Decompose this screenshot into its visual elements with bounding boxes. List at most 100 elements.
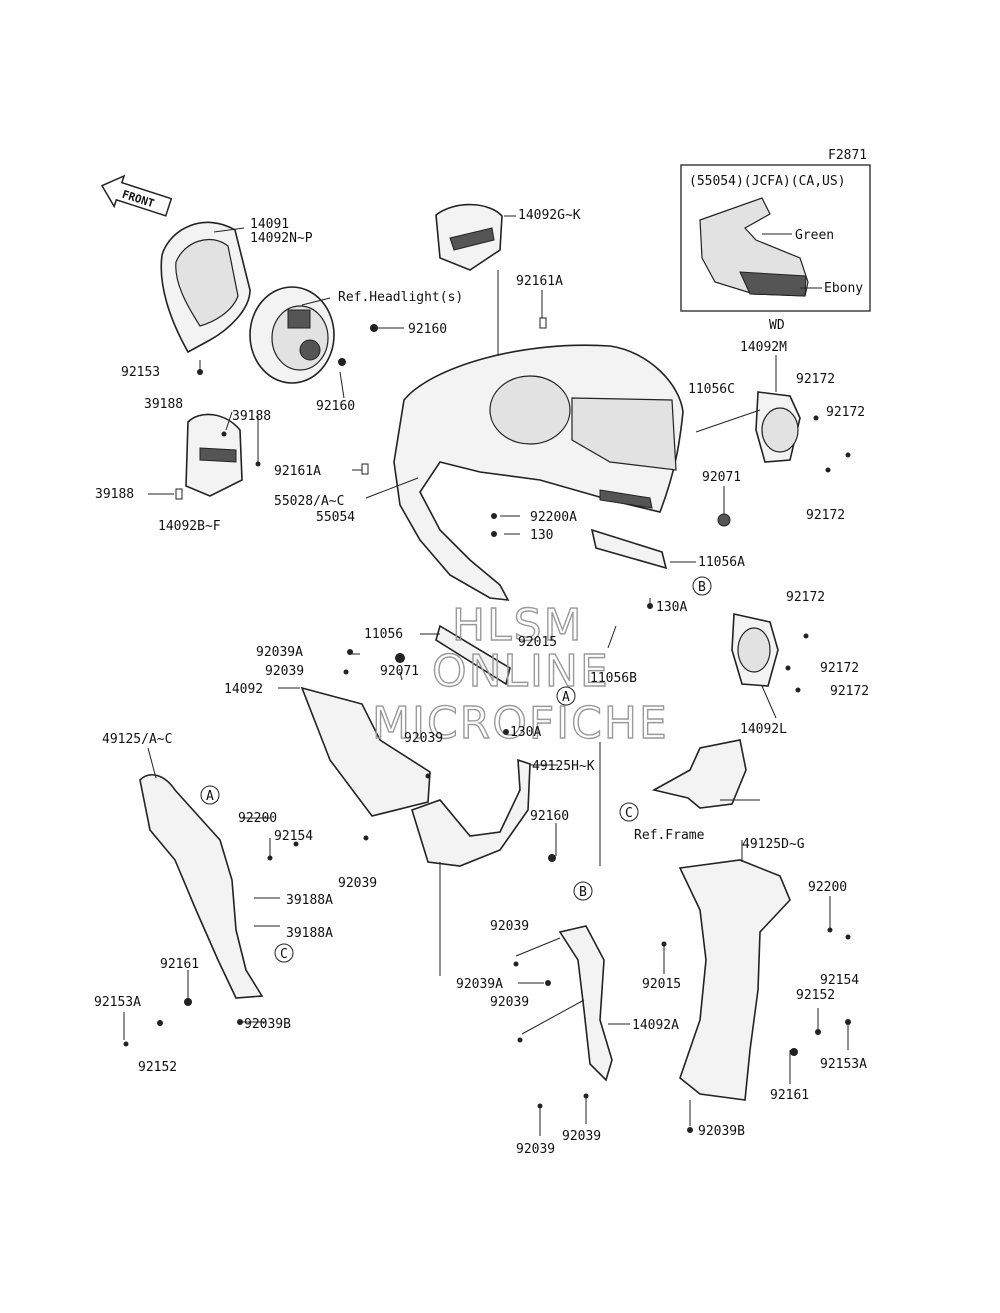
label-92161-a: 92161 [160,957,199,972]
label-92160-a: 92160 [408,322,447,337]
label-92172-e: 92172 [820,661,859,676]
label-14092l: 14092L [740,722,787,737]
label-92200a: 92200A [530,510,577,525]
variant-tag: WD [769,318,785,333]
label-130: 130 [530,528,553,543]
label-92160-c: 92160 [530,809,569,824]
callout-a-2: A [200,785,220,805]
watermark-line-1: HLSM [452,600,584,651]
label-92015-a: 92015 [518,635,557,650]
label-92161-b: 92161 [770,1088,809,1103]
label-92039-b: 92039 [404,731,443,746]
headlight-cover-inner [175,238,239,327]
callout-a-1: A [556,686,576,706]
label-39188a-a: 39188A [286,893,333,908]
cowling-headlight-opening [489,375,571,445]
variant-box: (55054)(JCFA)(CA,US) Green Ebony WD [680,164,871,333]
label-92153a-a: 92153A [94,995,141,1010]
callout-b-1: B [692,576,712,596]
label-14092m: 14092M [740,340,787,355]
variant-cowl-shape [699,197,809,297]
headlight-unit-part [249,286,335,384]
label-14092a: 14092A [632,1018,679,1033]
label-92039a-b: 92039A [456,977,503,992]
label-92172-b: 92172 [826,405,865,420]
label-92152-b: 92152 [796,988,835,1003]
label-92039-a: 92039 [265,664,304,679]
cowling-lower-slot [599,489,653,509]
watermark-line-3: MICROFICHE [372,698,669,749]
variant-box-header: (55054)(JCFA)(CA,US) [689,174,846,189]
watermark-line-2: ONLINE [432,646,610,697]
variant-ebony-area [739,271,807,297]
cowling-side-panel [571,397,677,471]
svg-text:A: A [562,690,570,705]
variant-green-label: Green [795,228,834,243]
label-49125h-k: 49125H~K [532,759,595,774]
label-92160-b: 92160 [316,399,355,414]
svg-text:C: C [625,806,633,821]
label-39188-b: 39188 [232,409,271,424]
front-arrow-icon: FRONT [100,174,173,217]
label-14092g-k: 14092G~K [518,208,581,223]
label-11056: 11056 [364,627,403,642]
label-92039-f: 92039 [562,1129,601,1144]
label-92154-a: 92154 [274,829,313,844]
figure-code: F2871 [828,148,867,163]
svg-text:A: A [206,789,214,804]
label-92039-g: 92039 [516,1142,555,1157]
label-92039b-a: 92039B [698,1124,745,1139]
right-lower-fairing-part [678,859,791,1101]
callout-b-2: B [573,881,593,901]
label-55054: 55054 [316,510,355,525]
label-14092n-p: 14092N~P [250,231,313,246]
label-11056a: 11056A [698,555,745,570]
label-49125-a-c: 49125/A~C [102,732,172,747]
leader-lines [123,215,849,1136]
label-92154-b: 92154 [820,973,859,988]
label-92153: 92153 [121,365,160,380]
label-ref-headlights: Ref.Headlight(s) [338,290,463,305]
fastener-marks [123,317,851,1133]
grommet-92071-part [717,513,731,527]
label-39188-a: 39188 [144,397,183,412]
label-11056c: 11056C [688,382,735,397]
upper-cowl-vent [449,227,495,251]
label-14091: 14091 [250,217,289,232]
inner-cowl-vent [199,447,237,463]
label-92039-c: 92039 [338,876,377,891]
label-14092b-f: 14092B~F [158,519,221,534]
label-130a-a: 130A [656,600,687,615]
label-92172-a: 92172 [796,372,835,387]
label-130a-b: 130A [510,725,541,740]
watermark: HLSM ONLINE MICROFICHE [371,599,669,749]
label-14092: 14092 [224,682,263,697]
label-49125d-g: 49125D~G [742,837,805,852]
label-92172-c: 92172 [806,508,845,523]
label-92161a: 92161A [274,464,321,479]
svg-text:C: C [280,947,288,962]
left-lower-fairing-part [139,774,264,999]
label-92015-b: 92015 [642,977,681,992]
label-92039-e: 92039 [490,995,529,1010]
under-cowl-part [411,758,531,867]
label-ref-frame: Ref.Frame [634,828,705,843]
stay-11056a-part [590,528,668,570]
label-92172-f: 92172 [830,684,869,699]
label-92071-a: 92071 [702,470,741,485]
label-92153a-b: 92153A [820,1057,867,1072]
label-92200-b: 92200 [808,880,847,895]
label-92161a-top: 92161A [516,274,563,289]
svg-text:B: B [698,580,706,595]
frame-bracket-part [651,739,747,809]
label-39188-c: 39188 [95,487,134,502]
callout-c-1: C [619,802,639,822]
callout-c-2: C [274,943,294,963]
svg-text:B: B [579,885,587,900]
label-92172-d: 92172 [786,590,825,605]
label-55028: 55028/A~C [274,494,344,509]
label-92039b-b: 92039B [244,1017,291,1032]
panel-14092-part [300,686,431,817]
